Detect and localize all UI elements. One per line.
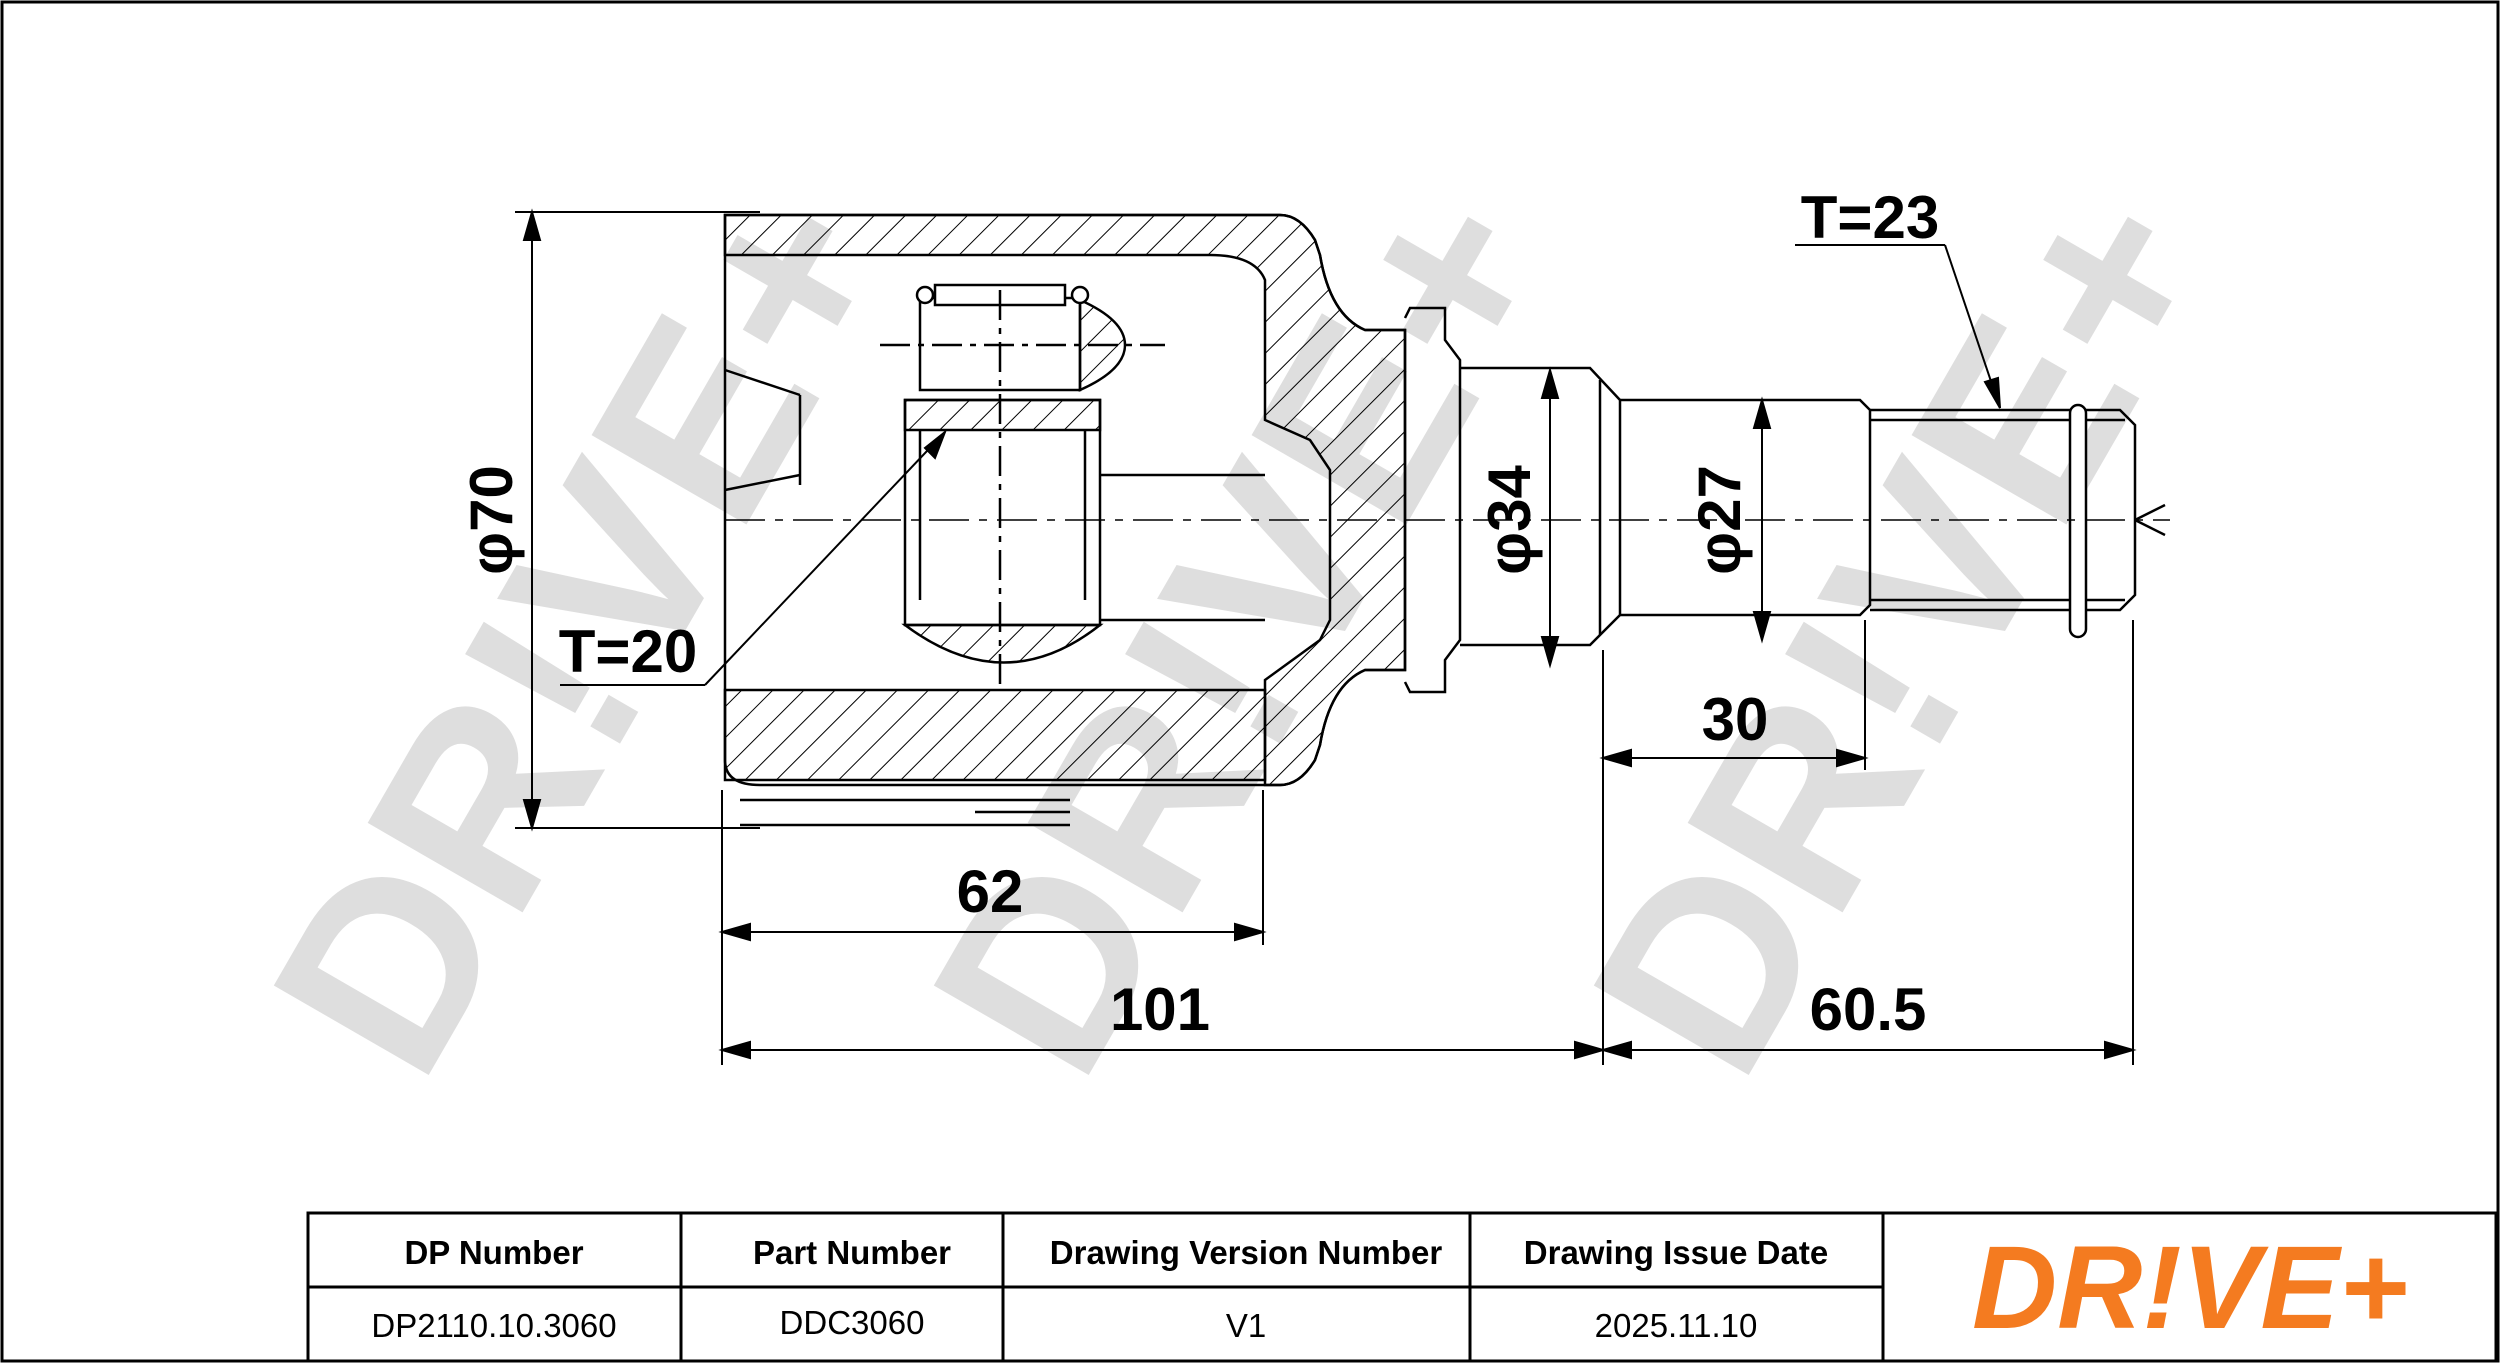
boot-clamp <box>1403 306 1462 694</box>
value-part-number: DDC3060 <box>780 1304 925 1341</box>
roller-pin <box>1070 285 1090 305</box>
shaft <box>725 366 2170 647</box>
value-dp-number: DP2110.10.3060 <box>371 1307 616 1344</box>
dim-teeth-inner: T=20 <box>559 618 697 685</box>
value-drawing-version: V1 <box>1226 1307 1266 1344</box>
header-drawing-version: Drawing Version Number <box>1050 1234 1443 1271</box>
title-block <box>306 1211 2498 1363</box>
cavity-line <box>724 473 801 492</box>
roller-pin <box>915 285 935 305</box>
drive-logo: DR!VE+ <box>1972 1222 2408 1354</box>
joint-housing <box>723 213 1462 827</box>
dim-diameter-shaft: φ27 <box>1686 465 1753 575</box>
dim-diameter-boot: φ34 <box>1476 465 1543 575</box>
housing-wall-upper <box>723 213 1407 787</box>
header-part-number: Part Number <box>753 1234 951 1271</box>
shaft-collar <box>1460 366 1622 647</box>
dim-length-shaft: 60.5 <box>1810 976 1927 1043</box>
dim-length-total: 101 <box>1110 976 1210 1043</box>
tripod-spider <box>903 398 1102 627</box>
dim-diameter-outer: φ70 <box>458 465 525 575</box>
spider-spline-bottom <box>901 623 1104 664</box>
shaft-body <box>1620 398 1872 617</box>
center-mark <box>2134 503 2166 522</box>
header-issue-date: Drawing Issue Date <box>1524 1234 1828 1271</box>
circlip <box>2068 403 2088 639</box>
dim-teeth-shaft: T=23 <box>1801 184 1939 251</box>
dim-length-spline: 30 <box>1702 686 1769 753</box>
cavity-line <box>724 368 801 397</box>
watermark-text-3: DR!VE+ <box>1537 141 2269 1118</box>
value-issue-date: 2025.11.10 <box>1595 1307 1758 1344</box>
center-mark <box>2134 518 2166 537</box>
header-dp-number: DP Number <box>404 1234 583 1271</box>
spider-spline-top <box>903 398 1102 432</box>
dimension-lines <box>515 208 2137 1065</box>
dim-length-body: 62 <box>957 858 1024 925</box>
watermark: DR!VE+ DR!VE+ DR!VE+ <box>217 141 2269 1118</box>
housing-wall-lower <box>723 688 1267 782</box>
